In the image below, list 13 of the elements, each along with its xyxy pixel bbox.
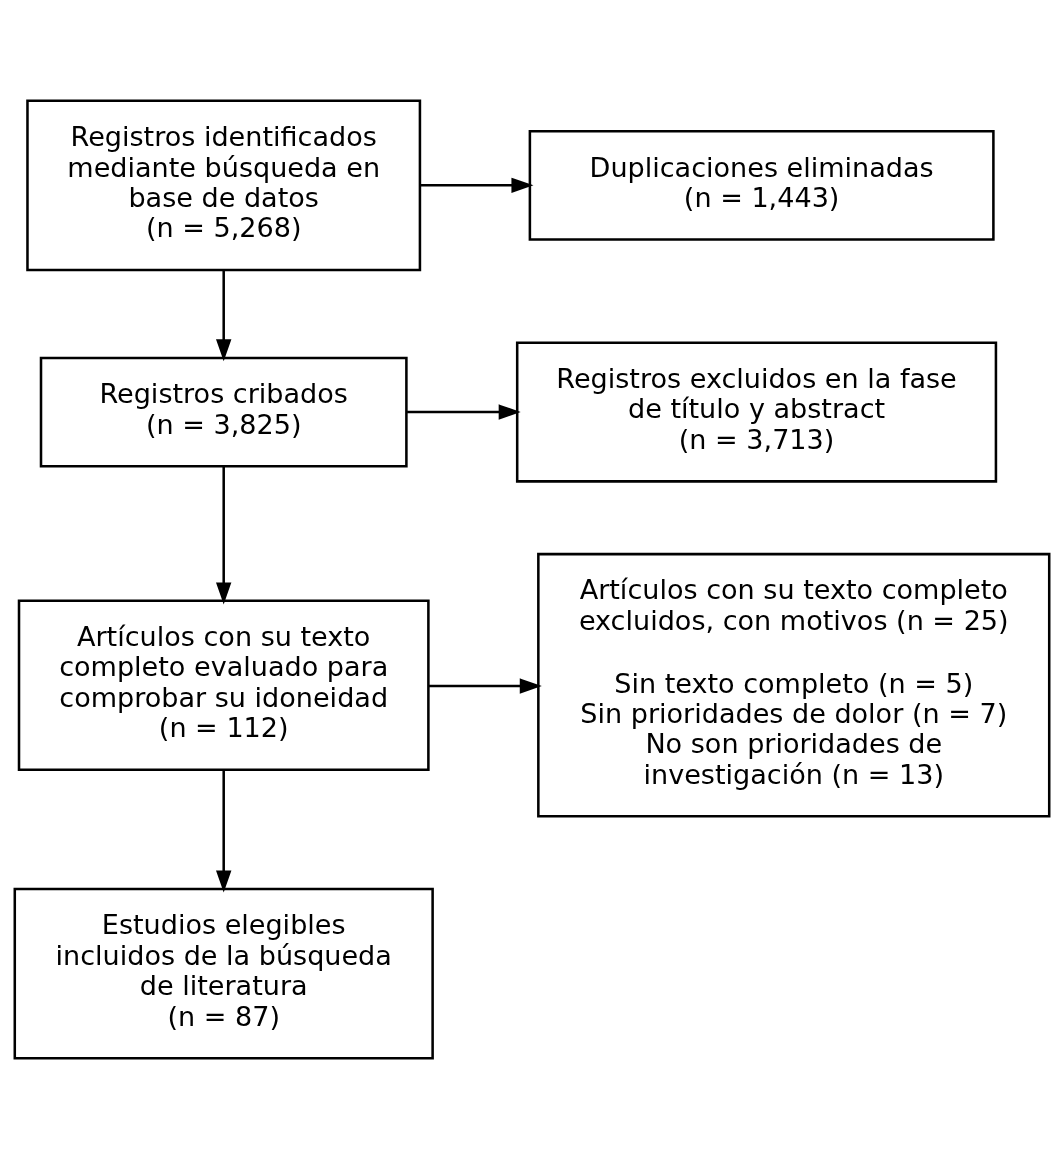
node-box: Artículos con su texto completo evaluado para comprobar su idoneidad (n = 112): [17, 598, 430, 771]
arrow: [216, 769, 232, 893]
node-box: Artículos con su texto completo excluidos, con motivos (n = 25) Sin texto completo (n = 5) Sin prioridades de dolor (n = 7) No son prioridades de investigación (n = 13): [537, 552, 1051, 818]
arrow: [216, 269, 232, 361]
node-box: Registros cribados (n = 3,825): [39, 356, 408, 467]
arrow: [420, 177, 534, 193]
arrow: [407, 403, 521, 420]
node-box: Estudios elegibles incluidos de la búsqueda de literatura (n = 87): [13, 887, 434, 1059]
node-box: Registros excluidos en la fase de título y abstract (n = 3,713): [515, 340, 998, 483]
arrow: [428, 677, 542, 694]
arrow: [216, 466, 232, 604]
node-box: Duplicaciones eliminadas (n = 1,443): [528, 129, 995, 241]
node-box: Registros identificados mediante búsqueda en base de datos (n = 5,268): [26, 99, 422, 271]
